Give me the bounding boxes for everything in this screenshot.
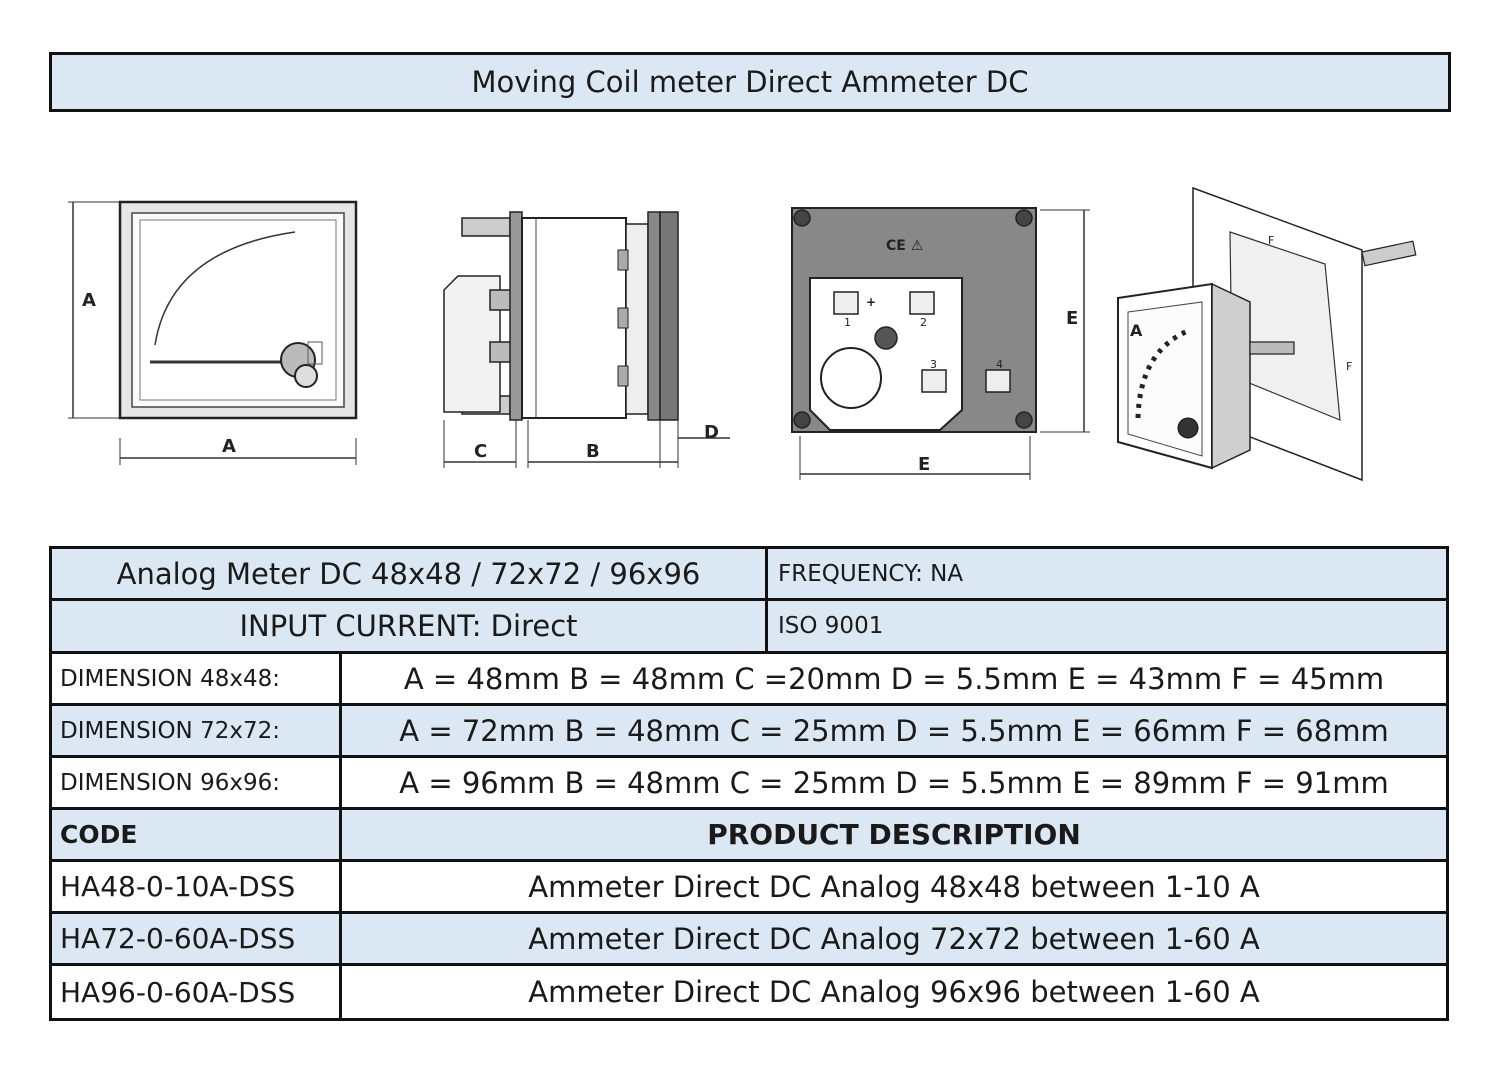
dimension-row: DIMENSION 96x96: A = 96mm B = 48mm C = 2… <box>52 758 1446 810</box>
input-current-cell: INPUT CURRENT: Direct <box>52 601 768 651</box>
analog-meter-cell: Analog Meter DC 48x48 / 72x72 / 96x96 <box>52 549 768 598</box>
front-view-drawing: A A <box>68 200 358 465</box>
code-header: CODE <box>52 810 342 859</box>
back-terminal-1-label: 1 <box>844 316 851 329</box>
dimension-row: DIMENSION 72x72: A = 72mm B = 48mm C = 2… <box>52 706 1446 758</box>
back-terminal-2-label: 2 <box>920 316 927 329</box>
product-code: HA96-0-60A-DSS <box>52 966 342 1018</box>
side-d-label: D <box>704 422 719 443</box>
description-header: PRODUCT DESCRIPTION <box>342 810 1446 859</box>
persp-f-side-label: F <box>1346 360 1352 373</box>
back-terminal-4-label: 4 <box>996 358 1003 371</box>
spec-row-input-iso: INPUT CURRENT: Direct ISO 9001 <box>52 601 1446 654</box>
front-a-horizontal-label: A <box>222 436 236 457</box>
back-e-vertical-label: E <box>1066 308 1078 329</box>
persp-f-top-label: F <box>1268 234 1274 247</box>
drawings-svg: A A C B <box>68 186 1417 482</box>
product-description: Ammeter Direct DC Analog 72x72 between 1… <box>342 914 1446 963</box>
back-plus-label: + <box>866 295 876 309</box>
page-title: Moving Coil meter Direct Ammeter DC <box>49 52 1451 112</box>
dimension-label: DIMENSION 96x96: <box>52 758 342 807</box>
side-b-label: B <box>586 441 600 462</box>
dimension-row: DIMENSION 48x48: A = 48mm B = 48mm C =20… <box>52 654 1446 706</box>
product-description: Ammeter Direct DC Analog 48x48 between 1… <box>342 862 1446 911</box>
front-a-vertical-label: A <box>82 290 96 311</box>
persp-unit-label: A <box>1130 321 1143 340</box>
spec-row-meter-frequency: Analog Meter DC 48x48 / 72x72 / 96x96 FR… <box>52 549 1446 601</box>
side-view-drawing: C B D <box>443 211 730 468</box>
dimension-value: A = 48mm B = 48mm C =20mm D = 5.5mm E = … <box>342 654 1446 703</box>
dimension-value: A = 96mm B = 48mm C = 25mm D = 5.5mm E =… <box>342 758 1446 807</box>
product-code: HA72-0-60A-DSS <box>52 914 342 963</box>
product-header-row: CODE PRODUCT DESCRIPTION <box>52 810 1446 862</box>
iso-cell: ISO 9001 <box>768 601 1446 651</box>
product-code: HA48-0-10A-DSS <box>52 862 342 911</box>
frequency-cell: FREQUENCY: NA <box>768 549 1446 598</box>
back-marks-label: CE ⚠ <box>886 238 923 254</box>
back-view-drawing: CE ⚠ + 1 2 3 4 E E <box>791 207 1090 480</box>
back-terminal-3-label: 3 <box>930 358 937 371</box>
dimension-label: DIMENSION 48x48: <box>52 654 342 703</box>
dimension-label: DIMENSION 72x72: <box>52 706 342 755</box>
product-row: HA72-0-60A-DSS Ammeter Direct DC Analog … <box>52 914 1446 966</box>
dimension-value: A = 72mm B = 48mm C = 25mm D = 5.5mm E =… <box>342 706 1446 755</box>
side-c-label: C <box>474 441 487 462</box>
product-row: HA48-0-10A-DSS Ammeter Direct DC Analog … <box>52 862 1446 914</box>
dimension-drawings: A A C B <box>0 180 1500 510</box>
product-row: HA96-0-60A-DSS Ammeter Direct DC Analog … <box>52 966 1446 1018</box>
perspective-view-drawing: A F F <box>1117 186 1417 482</box>
specification-table: Analog Meter DC 48x48 / 72x72 / 96x96 FR… <box>49 546 1449 1021</box>
product-description: Ammeter Direct DC Analog 96x96 between 1… <box>342 966 1446 1018</box>
back-e-horizontal-label: E <box>918 454 930 475</box>
